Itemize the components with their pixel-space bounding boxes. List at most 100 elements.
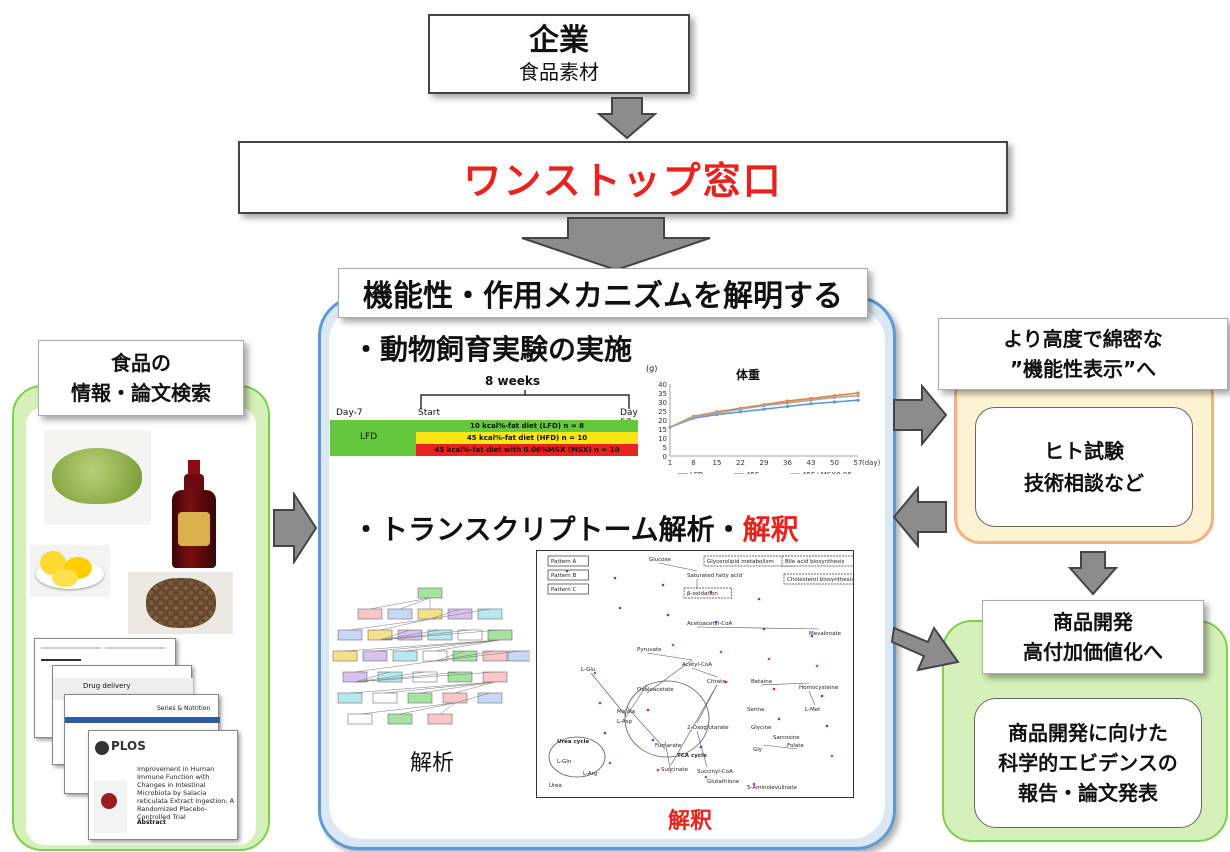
pathway-label: Pattern A <box>551 559 577 565</box>
data-point <box>691 415 696 419</box>
pathway-box <box>781 555 853 567</box>
pathway-label: Fumarate <box>655 743 682 749</box>
y-tick-label: 20 <box>658 417 667 425</box>
pathway-marker <box>777 717 781 721</box>
y-tick-label: 10 <box>658 435 667 443</box>
pathway-marker <box>565 569 569 573</box>
pathway-marker <box>656 768 660 772</box>
network-node <box>347 713 373 725</box>
data-point <box>832 395 837 400</box>
pathway-arrow <box>626 706 666 750</box>
pathway-label: Acetyl-CoA <box>682 662 712 668</box>
data-point <box>785 401 790 405</box>
food-search-line2: 情報・論文検索 <box>71 381 211 405</box>
pathway-label: Succinate <box>661 767 689 773</box>
pathway-label: Betaine <box>751 679 773 685</box>
x-unit-label: (day) <box>862 459 881 467</box>
animal-title: ・動物飼育実験の実施 <box>352 333 633 366</box>
network-node <box>362 650 388 662</box>
pathway-marker <box>825 724 829 728</box>
day-start-label: Day-7 <box>336 408 363 418</box>
network-edge <box>359 702 456 715</box>
human-trial-line1: ヒト試験 <box>1044 439 1124 463</box>
pathway-label: Pattern C <box>551 587 577 593</box>
pathway-label: Glycine <box>751 725 772 731</box>
lfd-pre-label: LFD <box>360 432 378 442</box>
network-edge <box>379 629 411 641</box>
network-edge <box>434 650 466 662</box>
network-node <box>447 671 473 683</box>
pathway-marker <box>714 620 718 624</box>
network-edge <box>434 650 496 662</box>
pathway-label: Glucose <box>649 557 672 563</box>
weeks-label: 8 weeks <box>485 374 541 388</box>
data-point <box>762 407 766 411</box>
interpretation-label: 解釈 <box>668 809 713 834</box>
y-tick-label: 0 <box>663 453 667 461</box>
data-point <box>738 407 743 411</box>
network-edge <box>454 692 491 704</box>
diet-row-lfd: 10 kcal%-fat diet (LFD) n = 8 <box>416 420 638 432</box>
pathway-label: Folate <box>787 743 804 749</box>
network-edge <box>374 639 501 652</box>
network-node <box>482 671 508 683</box>
pathway-label: β-oxidation <box>687 591 718 597</box>
pathway-label: Homocysteine <box>799 685 839 691</box>
y-tick-label: 30 <box>658 399 667 407</box>
data-point <box>785 404 790 409</box>
pathway-arrow <box>762 744 798 750</box>
down-arrow-icon <box>597 97 657 140</box>
transcriptome-emph: 解釈 <box>742 513 799 546</box>
network-edge <box>379 629 441 641</box>
onestop-box: ワンストップ窓口 <box>238 141 1008 214</box>
pathway-label: Bile acid biosynthesis <box>785 559 845 565</box>
network-node <box>337 692 363 704</box>
company-title: 企業 <box>529 23 589 58</box>
network-node <box>342 671 368 683</box>
pathway-arrow <box>626 684 648 716</box>
pathway-label: Urea cycle <box>557 739 590 745</box>
pathway-label: Pattern B <box>551 573 577 579</box>
pathway-marker <box>704 775 708 779</box>
product-dev-line2: 高付加価値化へ <box>1023 640 1163 664</box>
advanced-line2: ”機能性表示”へ <box>1009 357 1157 381</box>
network-node <box>417 587 443 599</box>
network-node <box>507 650 530 662</box>
soybean-image <box>128 572 233 634</box>
pathway-label: Pyruvate <box>637 647 662 653</box>
pathway-label: L-Glu <box>581 667 595 673</box>
x-tick-label: 36 <box>783 459 792 467</box>
mechanism-header-text: 機能性・作用メカニズムを解明する <box>363 279 843 314</box>
evidence-line3: 報告・論文発表 <box>1018 781 1158 805</box>
network-edge <box>399 597 431 610</box>
data-point <box>809 398 813 402</box>
diet-row-hfd-label: 45 kcal%-fat diet (HFD) n = 10 <box>466 434 588 442</box>
chart-title: 体重 <box>736 368 761 382</box>
network-edge <box>349 681 496 694</box>
pathway-label: Succinyl-CoA <box>697 769 733 775</box>
pathway-box <box>703 555 796 567</box>
tca-cycle-ring <box>624 680 710 758</box>
network-edge <box>369 597 431 610</box>
network-node <box>357 608 383 620</box>
x-tick-label: 15 <box>713 459 722 467</box>
urea-cycle-ring <box>548 736 606 778</box>
pathway-arrow <box>696 730 708 768</box>
network-node <box>332 650 358 662</box>
pathway-marker <box>598 701 602 705</box>
pathway-marker <box>646 708 650 712</box>
product-dev-line1: 商品開発 <box>1053 610 1133 634</box>
human-trial-inner: ヒト試験 技術相談など <box>975 407 1193 527</box>
network-node <box>392 650 418 662</box>
legend-label: 45F <box>746 471 759 474</box>
network-edge <box>354 671 461 683</box>
pathway-label: Mevalonate <box>809 631 842 637</box>
paper-abstract-label: Abstract <box>137 819 166 826</box>
pathway-arrow <box>646 652 693 661</box>
pathway-marker <box>593 671 597 675</box>
pathway-label: Saturated fatty acid <box>687 573 742 579</box>
paper-plos-label: PLOS <box>111 739 146 753</box>
pathway-box <box>547 569 589 581</box>
network-edge <box>344 639 501 652</box>
pathway-label: Gly <box>753 747 763 753</box>
